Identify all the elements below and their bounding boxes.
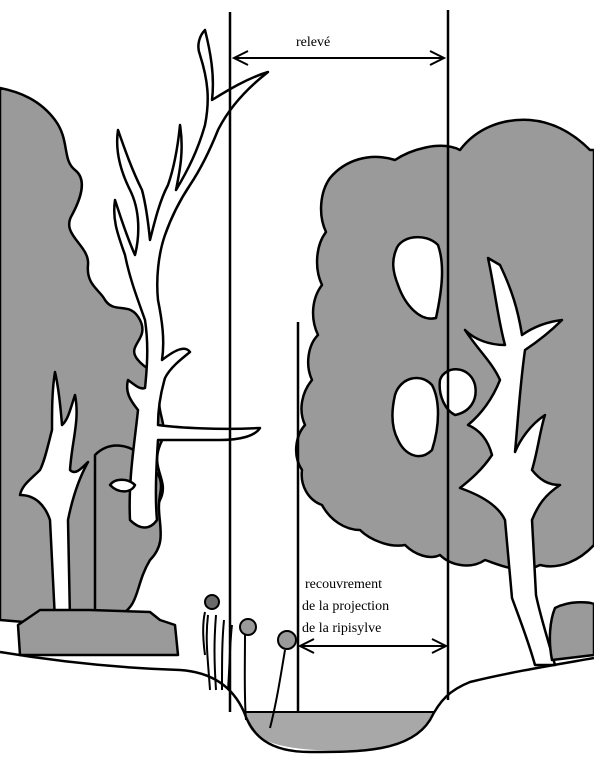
recouvrement-label-line-1: recouvrement	[305, 577, 382, 592]
recouvrement-label-line-3: de la ripisylve	[302, 621, 381, 636]
flower-head-1	[205, 595, 219, 609]
right-shrub	[550, 602, 594, 660]
left-shrub-base	[18, 610, 178, 655]
right-tree-canopy	[296, 120, 594, 569]
flower-head-2	[240, 619, 256, 635]
reed-plant	[203, 612, 232, 690]
recouvrement-label-line-2: de la projection	[302, 599, 389, 614]
flower-head-3	[278, 631, 296, 649]
dead-tree-trunk	[114, 30, 268, 528]
right-canopy-gap-2	[392, 378, 438, 456]
flower-stem-1	[245, 635, 246, 720]
releve-label: relevé	[296, 35, 330, 50]
